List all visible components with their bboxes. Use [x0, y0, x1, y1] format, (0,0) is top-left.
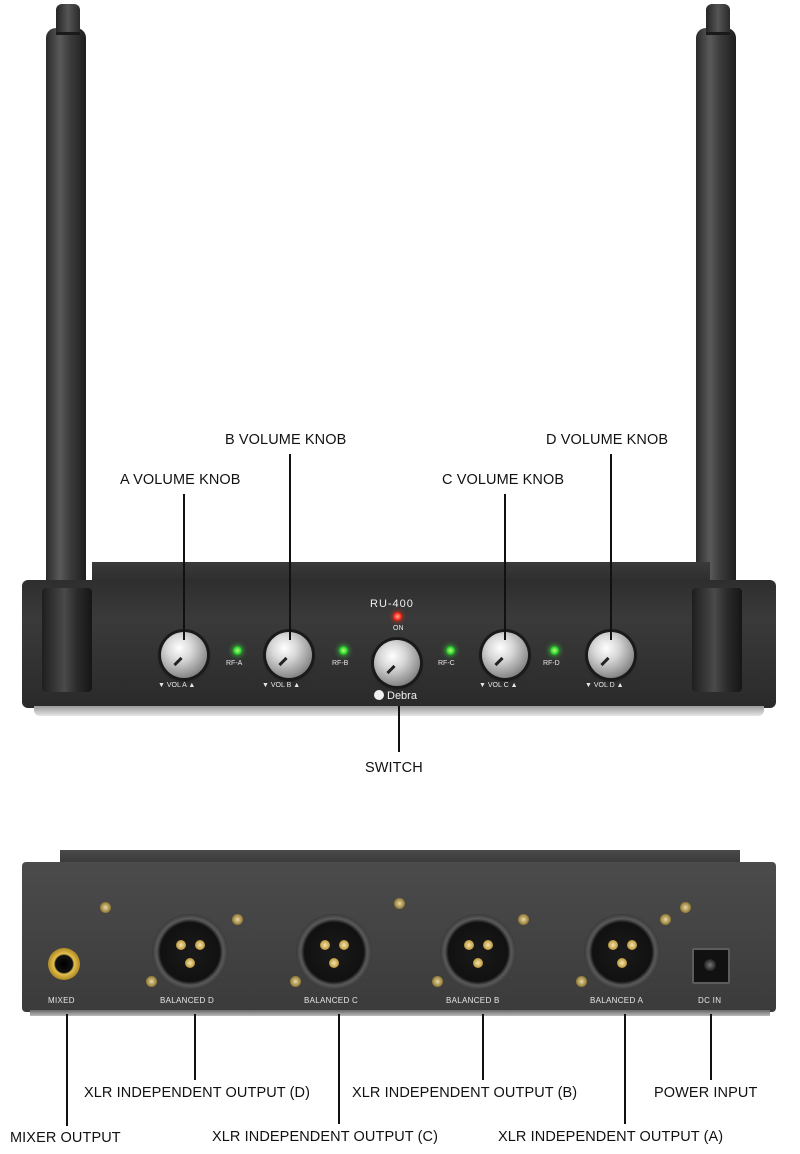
callout-xlr-c: XLR INDEPENDENT OUTPUT (C) [212, 1129, 439, 1145]
vol-label-b: ▼ VOL B ▲ [262, 682, 301, 689]
xlr-b-pin-2 [483, 940, 493, 950]
label-mixed: MIXED [48, 996, 75, 1005]
xlr-b-screw-bottom [432, 976, 443, 987]
left-antenna-tip [56, 4, 80, 34]
rf-led-b [339, 646, 348, 655]
mixed-output-jack[interactable] [48, 948, 80, 980]
rf-label-d: RF-D [543, 660, 560, 667]
label-balanced-c: BALANCED C [304, 996, 359, 1005]
leader-xlr-b [482, 1014, 484, 1080]
xlr-c-pin-3 [329, 958, 339, 968]
power-switch-knob[interactable] [374, 640, 420, 686]
xlr-b-pin-1 [464, 940, 474, 950]
right-antenna-tip [706, 4, 730, 34]
xlr-output-c[interactable] [296, 914, 372, 990]
leader-vol-a [183, 494, 185, 640]
callout-vol-d: D VOLUME KNOB [546, 432, 669, 448]
label-balanced-a: BALANCED A [590, 996, 644, 1005]
callout-power-input: POWER INPUT [654, 1085, 758, 1101]
callout-xlr-d: XLR INDEPENDENT OUTPUT (D) [84, 1085, 311, 1101]
xlr-output-b[interactable] [440, 914, 516, 990]
xlr-b-pin-3 [473, 958, 483, 968]
dc-in-jack[interactable] [692, 948, 730, 984]
xlr-output-a[interactable] [584, 914, 660, 990]
leader-vol-c [504, 494, 506, 640]
rf-label-a: RF-A [226, 660, 243, 667]
callout-vol-a: A VOLUME KNOB [120, 472, 241, 488]
vol-label-c: ▼ VOL C ▲ [479, 682, 518, 689]
xlr-b-screw-top [518, 914, 529, 925]
rf-label-b: RF-B [332, 660, 349, 667]
xlr-a-pin-3 [617, 958, 627, 968]
rear-screw-top-mid [394, 898, 405, 909]
xlr-c-pin-2 [339, 940, 349, 950]
rf-led-c [446, 646, 455, 655]
xlr-d-pin-3 [185, 958, 195, 968]
front-receiver-top [92, 562, 710, 584]
rear-screw-top-left [100, 902, 111, 913]
rf-label-c: RF-C [438, 660, 455, 667]
xlr-d-pin-1 [176, 940, 186, 950]
leader-xlr-a [624, 1014, 626, 1124]
leader-xlr-c [338, 1014, 340, 1124]
label-balanced-b: BALANCED B [446, 996, 500, 1005]
right-antenna-ring [706, 32, 730, 35]
label-dc-in: DC IN [698, 996, 722, 1005]
xlr-d-screw-bottom [146, 976, 157, 987]
label-balanced-d: BALANCED D [160, 996, 215, 1005]
brand-logo-icon [374, 690, 384, 700]
xlr-output-d[interactable] [152, 914, 228, 990]
rear-panel-body [22, 862, 776, 1012]
left-antenna [46, 28, 86, 588]
xlr-a-screw-top [660, 914, 671, 925]
leader-xlr-d [194, 1014, 196, 1080]
leader-mixer-output [66, 1014, 68, 1126]
callout-mixer-output: MIXER OUTPUT [10, 1130, 121, 1146]
rf-led-d [550, 646, 559, 655]
xlr-c-screw-bottom [290, 976, 301, 987]
right-antenna [696, 28, 736, 588]
callout-xlr-b: XLR INDEPENDENT OUTPUT (B) [352, 1085, 578, 1101]
callout-switch: SWITCH [365, 760, 423, 776]
power-led [393, 612, 402, 621]
xlr-a-pin-1 [608, 940, 618, 950]
leader-power-input [710, 1014, 712, 1080]
vol-label-d: ▼ VOL D ▲ [585, 682, 624, 689]
vol-label-d-text: VOL D [593, 682, 615, 689]
leader-switch [398, 706, 400, 752]
model-label: RU-400 [370, 598, 414, 610]
left-antenna-ring [56, 32, 80, 35]
vol-label-a: ▼ VOL A ▲ [158, 682, 196, 689]
callout-vol-b: B VOLUME KNOB [225, 432, 347, 448]
vol-label-a-text: VOL A [166, 682, 187, 689]
xlr-a-screw-bottom [576, 976, 587, 987]
brand-name: Debra [387, 690, 417, 702]
xlr-d-screw-top [232, 914, 243, 925]
rear-panel-edge [30, 1010, 770, 1016]
right-antenna-mount [692, 588, 742, 692]
callout-vol-c: C VOLUME KNOB [442, 472, 565, 488]
brand-logo: Debra [374, 690, 417, 702]
vol-label-b-text: VOL B [270, 682, 292, 689]
xlr-c-pin-1 [320, 940, 330, 950]
callout-xlr-a: XLR INDEPENDENT OUTPUT (A) [498, 1129, 724, 1145]
left-antenna-mount [42, 588, 92, 692]
power-led-label: ON [393, 625, 404, 632]
leader-vol-d [610, 454, 612, 640]
xlr-d-pin-2 [195, 940, 205, 950]
xlr-a-pin-2 [627, 940, 637, 950]
vol-label-c-text: VOL C [487, 682, 509, 689]
rf-led-a [233, 646, 242, 655]
rear-screw-top-right [680, 902, 691, 913]
leader-vol-b [289, 454, 291, 640]
